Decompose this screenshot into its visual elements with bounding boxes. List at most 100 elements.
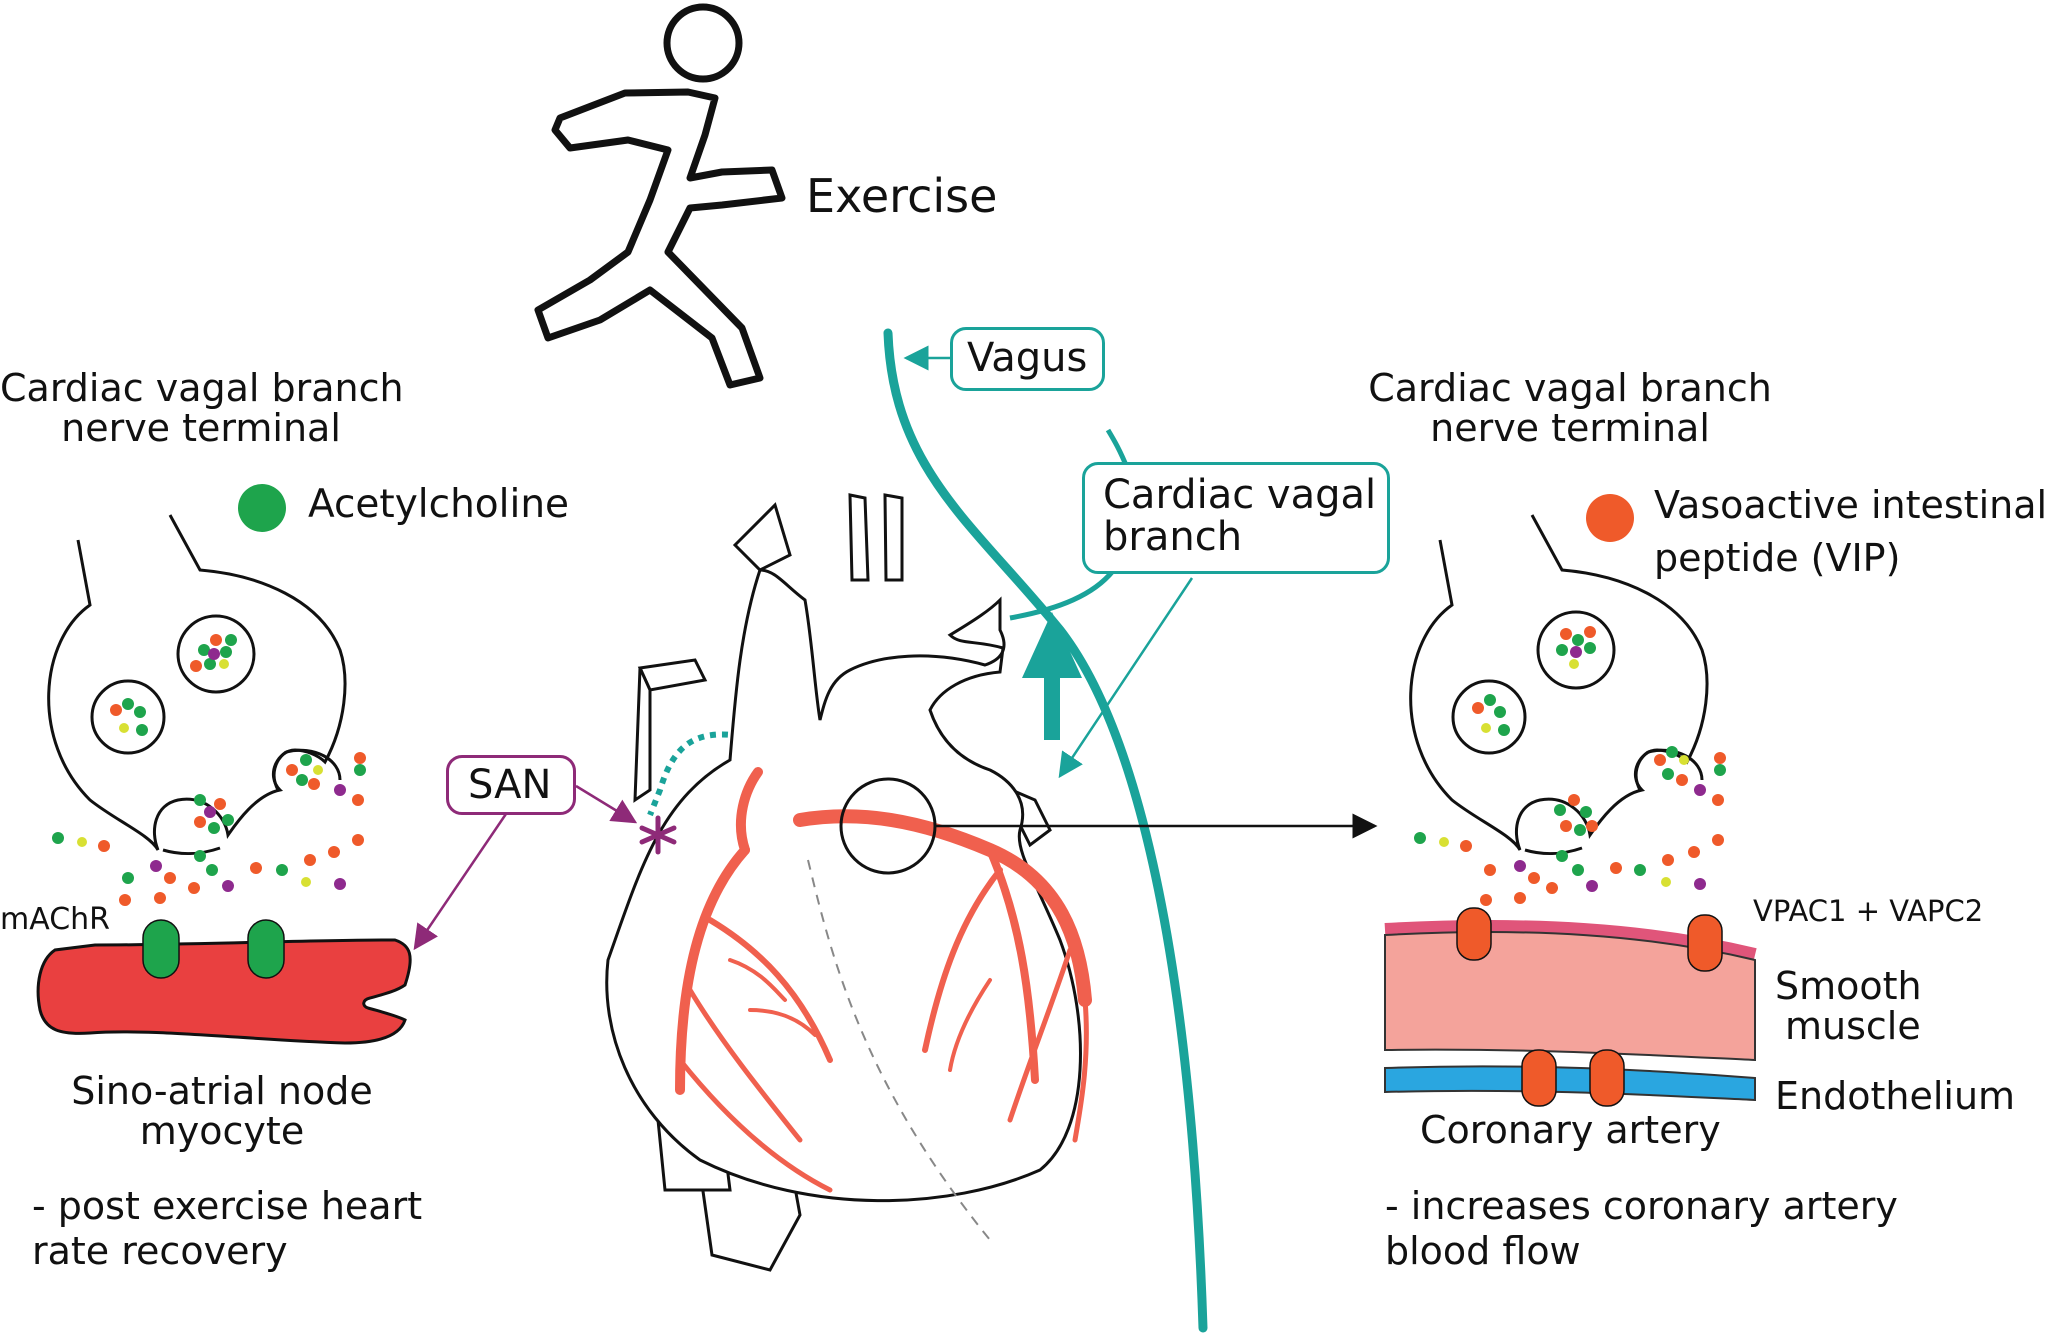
neurotransmitter-dot xyxy=(308,778,320,790)
neurotransmitter-dot xyxy=(1560,820,1572,832)
san-label: SAN xyxy=(468,762,552,808)
endothelium-layer xyxy=(1384,1065,1756,1102)
left-effect-line1: - post exercise heart xyxy=(32,1184,423,1228)
neurotransmitter-dots xyxy=(52,626,1726,906)
neurotransmitter-dot xyxy=(250,862,262,874)
heart-icon xyxy=(605,493,1082,1272)
neurotransmitter-dot xyxy=(1694,784,1706,796)
neurotransmitter-dot xyxy=(352,834,364,846)
neurotransmitter-dot xyxy=(190,660,202,672)
smooth-muscle-layer xyxy=(1384,931,1756,1062)
neurotransmitter-dot xyxy=(1584,626,1596,638)
vpac-label: VPAC1 + VAPC2 xyxy=(1753,894,1984,928)
neurotransmitter-dot xyxy=(194,850,206,862)
cardiac-vagal-branch-line2: branch xyxy=(1103,514,1243,560)
neurotransmitter-dot xyxy=(352,794,364,806)
neurotransmitter-dot xyxy=(1662,854,1674,866)
heart-septum-line xyxy=(807,859,991,1241)
neurotransmitter-dot xyxy=(214,798,226,810)
vip-label-line2: peptide (VIP) xyxy=(1654,536,1901,580)
walking-person-icon xyxy=(534,3,786,389)
neurotransmitter-dot xyxy=(301,877,311,887)
neurotransmitter-dot xyxy=(1514,892,1526,904)
neurotransmitter-dot xyxy=(1569,659,1579,669)
neurotransmitter-dot xyxy=(1570,646,1582,658)
neurotransmitter-dot xyxy=(98,840,110,852)
neurotransmitter-dot xyxy=(1610,862,1622,874)
vagus-label-box xyxy=(950,327,1105,391)
neurotransmitter-dot xyxy=(1712,794,1724,806)
vpac-receptor xyxy=(1687,914,1723,972)
neurotransmitter-dot xyxy=(1676,774,1688,786)
vagus-nerve xyxy=(883,328,1208,1333)
neurotransmitter-dot xyxy=(1586,820,1598,832)
neurotransmitter-dot xyxy=(204,658,216,670)
neurotransmitter-dot xyxy=(1714,752,1726,764)
endothelium-label: Endothelium xyxy=(1775,1074,2016,1118)
neurotransmitter-dot xyxy=(300,754,312,766)
neurotransmitter-dot xyxy=(136,724,148,736)
neurotransmitter-dot xyxy=(1712,834,1724,846)
neurotransmitter-dot xyxy=(1514,860,1526,872)
machr-receptor xyxy=(142,919,180,979)
neurotransmitter-dot xyxy=(1472,702,1484,714)
neurotransmitter-dot xyxy=(1568,794,1580,806)
neurotransmitter-dot xyxy=(1714,764,1726,776)
acetylcholine-label: Acetylcholine xyxy=(308,482,570,527)
san-pointer-heart xyxy=(575,784,638,824)
neurotransmitter-dot xyxy=(1586,880,1598,892)
vpac-receptor xyxy=(1456,907,1492,961)
neurotransmitter-dot xyxy=(134,706,146,718)
neurotransmitter-dot xyxy=(122,872,134,884)
neurotransmitter-dot xyxy=(354,764,366,776)
neurotransmitter-dot xyxy=(354,752,366,764)
san-pointer-myocyte xyxy=(413,807,512,951)
neurotransmitter-dot xyxy=(328,846,340,858)
neurotransmitter-dot xyxy=(150,860,162,872)
left-terminal-title-line1: Cardiac vagal branch xyxy=(0,366,404,410)
neurotransmitter-dot xyxy=(1560,628,1572,640)
neurotransmitter-dot xyxy=(1484,694,1496,706)
vagus-label: Vagus xyxy=(967,335,1088,381)
neurotransmitter-dot xyxy=(204,806,216,818)
neurotransmitter-dot xyxy=(1688,846,1700,858)
neurotransmitter-dot xyxy=(276,864,288,876)
smooth-muscle-label-line2: muscle xyxy=(1785,1004,1921,1048)
neurotransmitter-dot xyxy=(219,659,229,669)
smooth-muscle-label-line1: Smooth xyxy=(1775,964,1922,1008)
neurotransmitter-dot xyxy=(110,704,122,716)
neurotransmitter-dot xyxy=(208,648,220,660)
right-effect-line2: blood flow xyxy=(1385,1229,1581,1273)
exercise-label: Exercise xyxy=(806,169,998,223)
neurotransmitter-dot xyxy=(1654,754,1666,766)
coronary-artery-label: Coronary artery xyxy=(1420,1108,1721,1152)
neurotransmitter-dot xyxy=(194,816,206,828)
neurotransmitter-dot xyxy=(1556,850,1568,862)
neurotransmitter-dot xyxy=(52,832,64,844)
neurotransmitter-dot xyxy=(1634,864,1646,876)
branch-pointer xyxy=(1058,577,1194,779)
neurotransmitter-dot xyxy=(1494,706,1506,718)
neurotransmitter-dot xyxy=(119,723,129,733)
neurotransmitter-dot xyxy=(119,894,131,906)
coronary-arteries xyxy=(675,767,1092,1193)
left-terminal-title-line2: nerve terminal xyxy=(61,406,341,450)
san-myocyte-label-line1: Sino-atrial node xyxy=(71,1069,373,1113)
vpac-receptor xyxy=(1589,1049,1625,1107)
cardiac-vagal-branch-line1: Cardiac vagal xyxy=(1103,472,1377,518)
neurotransmitter-dot xyxy=(225,634,237,646)
neurotransmitter-dot xyxy=(334,784,346,796)
neurotransmitter-dot xyxy=(304,854,316,866)
san-myocyte-label-line2: myocyte xyxy=(139,1109,305,1153)
cardiac-vagal-branch-box xyxy=(1082,462,1390,574)
neurotransmitter-dot xyxy=(1661,877,1671,887)
increase-arrow-icon xyxy=(1022,612,1082,740)
neurotransmitter-dot xyxy=(1480,894,1492,906)
neurotransmitter-dot xyxy=(208,822,220,834)
neurotransmitter-dot xyxy=(222,814,234,826)
san-label-box xyxy=(446,755,576,815)
neurotransmitter-dot xyxy=(1554,804,1566,816)
neurotransmitter-dot xyxy=(206,864,218,876)
left-nerve-terminal xyxy=(47,514,347,855)
